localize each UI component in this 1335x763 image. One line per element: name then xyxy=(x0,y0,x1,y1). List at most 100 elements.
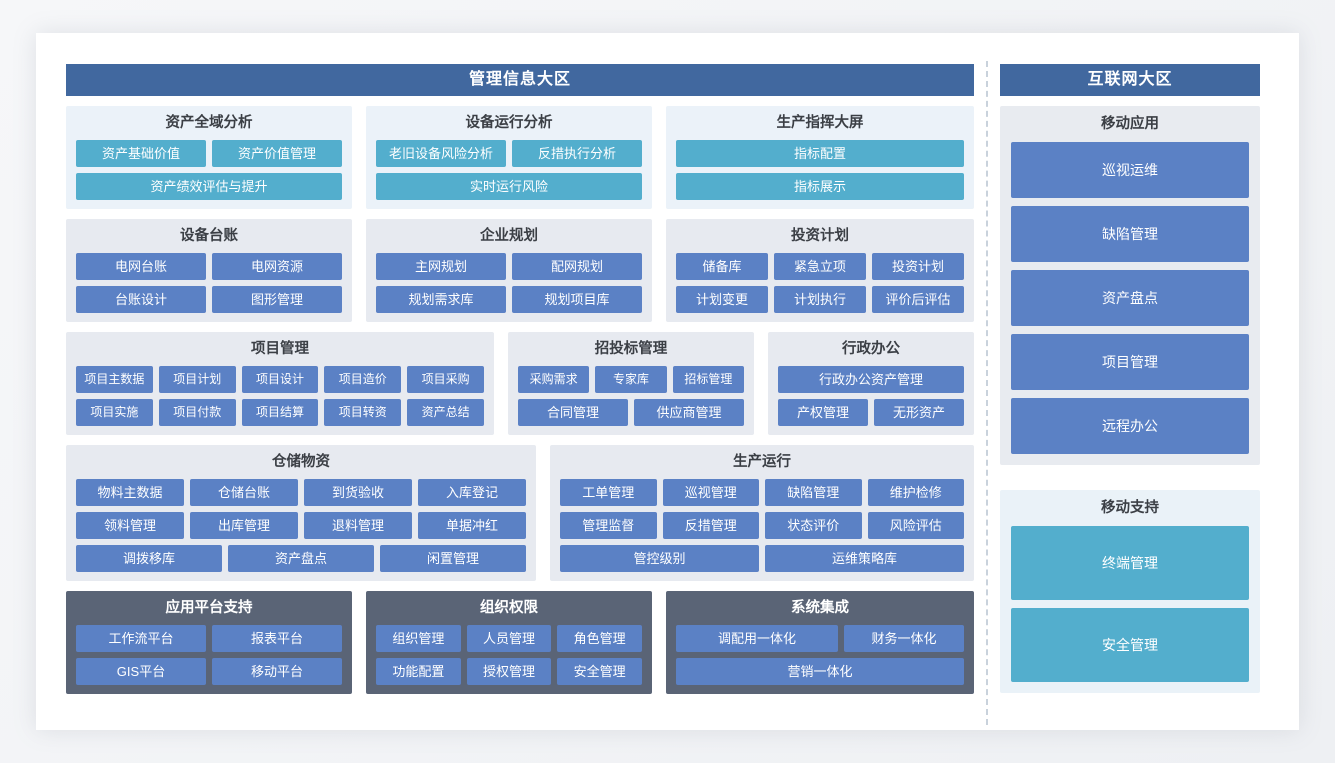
tile-om-strategy-repository[interactable]: 运维策略库 xyxy=(765,545,964,572)
tile-asset-performance-evaluation[interactable]: 资产绩效评估与提升 xyxy=(76,173,342,200)
tile-legacy-equipment-risk-analysis[interactable]: 老旧设备风险分析 xyxy=(376,140,506,167)
group-title: 企业规划 xyxy=(480,228,538,244)
band-warehouse-production: 仓储物资 物料主数据 仓储台账 到货验收 入库登记 领料管理 出库管理 退料管理… xyxy=(66,445,974,581)
tile-inbound-registration[interactable]: 入库登记 xyxy=(418,479,526,506)
tile-grid-resources[interactable]: 电网资源 xyxy=(212,253,342,280)
rtile-security-management[interactable]: 安全管理 xyxy=(1011,608,1249,682)
tile-control-level[interactable]: 管控级别 xyxy=(560,545,759,572)
tile-project-master-data[interactable]: 项目主数据 xyxy=(76,366,153,393)
rtile-asset-inventory[interactable]: 资产盘点 xyxy=(1011,270,1249,326)
tile-gis-platform[interactable]: GIS平台 xyxy=(76,658,206,685)
tile-procurement-demand[interactable]: 采购需求 xyxy=(518,366,590,393)
group-organization-permissions: 组织权限 组织管理 人员管理 角色管理 功能配置 授权管理 安全管理 xyxy=(366,591,652,694)
tile-ledger-design[interactable]: 台账设计 xyxy=(76,286,206,313)
tile-goods-acceptance[interactable]: 到货验收 xyxy=(304,479,412,506)
rtile-inspection-om[interactable]: 巡视运维 xyxy=(1011,142,1249,198)
tile-row: 电网台账 电网资源 xyxy=(76,253,342,280)
tile-asset-base-value[interactable]: 资产基础价值 xyxy=(76,140,206,167)
tile-row: 工作流平台 报表平台 xyxy=(76,625,342,652)
tile-transfer-relocation[interactable]: 调拨移库 xyxy=(76,545,222,572)
tile-emergency-project-initiation[interactable]: 紧急立项 xyxy=(774,253,866,280)
tile-contract-management[interactable]: 合同管理 xyxy=(518,399,628,426)
tile-project-capitalization[interactable]: 项目转资 xyxy=(324,399,402,426)
tile-authorization-management[interactable]: 授权管理 xyxy=(466,658,552,685)
tile-project-implementation[interactable]: 项目实施 xyxy=(76,399,153,426)
tile-countermeasure-execution-analysis[interactable]: 反措执行分析 xyxy=(512,140,642,167)
tile-project-design[interactable]: 项目设计 xyxy=(241,366,319,393)
tile-distribution-grid-planning[interactable]: 配网规划 xyxy=(512,253,642,280)
tile-organization-management[interactable]: 组织管理 xyxy=(376,625,461,652)
rtile-remote-office[interactable]: 远程办公 xyxy=(1011,398,1249,454)
tile-main-grid-planning[interactable]: 主网规划 xyxy=(376,253,506,280)
tile-graphics-management[interactable]: 图形管理 xyxy=(212,286,342,313)
tile-condition-evaluation[interactable]: 状态评价 xyxy=(765,512,862,539)
tile-management-supervision[interactable]: 管理监督 xyxy=(560,512,657,539)
group-mobile-support: 移动支持 终端管理 安全管理 xyxy=(1000,490,1260,693)
tile-security-management[interactable]: 安全管理 xyxy=(557,658,643,685)
group-equipment-operation-analysis: 设备运行分析 老旧设备风险分析 反措执行分析 实时运行风险 xyxy=(366,106,652,209)
tile-plan-change[interactable]: 计划变更 xyxy=(676,286,768,313)
tile-project-plan[interactable]: 项目计划 xyxy=(158,366,236,393)
group-title: 设备运行分析 xyxy=(465,115,553,131)
group-title: 资产全域分析 xyxy=(165,115,253,131)
group-title: 生产运行 xyxy=(733,454,791,470)
tile-realtime-operation-risk[interactable]: 实时运行风险 xyxy=(376,173,642,200)
tile-row: 行政办公资产管理 xyxy=(778,366,964,393)
tile-idle-management[interactable]: 闲置管理 xyxy=(380,545,526,572)
tile-document-reversal[interactable]: 单据冲红 xyxy=(418,512,526,539)
tile-material-return-management[interactable]: 退料管理 xyxy=(304,512,412,539)
tile-admin-office-asset-management[interactable]: 行政办公资产管理 xyxy=(778,366,964,393)
diagram-card: 管理信息大区 资产全域分析 资产基础价值 资产价值管理 资产绩效评估与提升 设备… xyxy=(36,33,1299,730)
rtile-defect-management[interactable]: 缺陷管理 xyxy=(1011,206,1249,262)
group-title: 移动应用 xyxy=(1101,116,1159,132)
tile-project-settlement[interactable]: 项目结算 xyxy=(241,399,319,426)
tile-personnel-management[interactable]: 人员管理 xyxy=(466,625,552,652)
tile-row: 指标展示 xyxy=(676,173,964,200)
tile-indicator-display[interactable]: 指标展示 xyxy=(676,173,964,200)
tile-asset-inventory[interactable]: 资产盘点 xyxy=(228,545,374,572)
tile-post-evaluation[interactable]: 评价后评估 xyxy=(872,286,964,313)
tile-dispatch-integration[interactable]: 调配用一体化 xyxy=(676,625,838,652)
tile-defect-management[interactable]: 缺陷管理 xyxy=(765,479,862,506)
tile-grid-ledger[interactable]: 电网台账 xyxy=(76,253,206,280)
tile-asset-value-management[interactable]: 资产价值管理 xyxy=(212,140,342,167)
tile-finance-integration[interactable]: 财务一体化 xyxy=(844,625,964,652)
rtile-project-management[interactable]: 项目管理 xyxy=(1011,334,1249,390)
group-system-integration: 系统集成 调配用一体化 财务一体化 营销一体化 xyxy=(666,591,974,694)
tile-expert-repository[interactable]: 专家库 xyxy=(595,366,667,393)
tile-indicator-configuration[interactable]: 指标配置 xyxy=(676,140,964,167)
tile-intangible-assets[interactable]: 无形资产 xyxy=(874,399,964,426)
tile-project-procurement[interactable]: 项目采购 xyxy=(407,366,484,393)
tile-row: 项目实施 项目付款 项目结算 项目转资 资产总结 xyxy=(76,399,484,426)
tile-mobile-platform[interactable]: 移动平台 xyxy=(212,658,342,685)
tile-inspection-management[interactable]: 巡视管理 xyxy=(662,479,759,506)
rtile-terminal-management[interactable]: 终端管理 xyxy=(1011,526,1249,600)
tile-role-management[interactable]: 角色管理 xyxy=(557,625,643,652)
tile-plan-execution[interactable]: 计划执行 xyxy=(774,286,866,313)
band-analysis: 资产全域分析 资产基础价值 资产价值管理 资产绩效评估与提升 设备运行分析 老旧… xyxy=(66,106,974,209)
group-production-command-screen: 生产指挥大屏 指标配置 指标展示 xyxy=(666,106,974,209)
tile-planning-project-repository[interactable]: 规划项目库 xyxy=(512,286,642,313)
tile-project-payment[interactable]: 项目付款 xyxy=(158,399,236,426)
tile-report-platform[interactable]: 报表平台 xyxy=(212,625,342,652)
tile-asset-summary[interactable]: 资产总结 xyxy=(407,399,484,426)
tile-countermeasure-management[interactable]: 反措管理 xyxy=(662,512,759,539)
tile-project-cost[interactable]: 项目造价 xyxy=(324,366,402,393)
tile-function-configuration[interactable]: 功能配置 xyxy=(376,658,461,685)
tile-outbound-management[interactable]: 出库管理 xyxy=(190,512,298,539)
tile-supplier-management[interactable]: 供应商管理 xyxy=(634,399,744,426)
tile-planning-demand-repository[interactable]: 规划需求库 xyxy=(376,286,506,313)
tile-risk-assessment[interactable]: 风险评估 xyxy=(867,512,964,539)
tile-bidding-management[interactable]: 招标管理 xyxy=(672,366,744,393)
tile-workflow-platform[interactable]: 工作流平台 xyxy=(76,625,206,652)
tile-material-master-data[interactable]: 物料主数据 xyxy=(76,479,184,506)
tile-reserve-repository[interactable]: 储备库 xyxy=(676,253,768,280)
tile-row: 产权管理 无形资产 xyxy=(778,399,964,426)
tile-warehouse-ledger[interactable]: 仓储台账 xyxy=(190,479,298,506)
tile-work-order-management[interactable]: 工单管理 xyxy=(560,479,657,506)
tile-marketing-integration[interactable]: 营销一体化 xyxy=(676,658,964,685)
tile-maintenance-overhaul[interactable]: 维护检修 xyxy=(867,479,964,506)
tile-investment-plan[interactable]: 投资计划 xyxy=(872,253,964,280)
tile-material-requisition[interactable]: 领料管理 xyxy=(76,512,184,539)
tile-property-rights-management[interactable]: 产权管理 xyxy=(778,399,868,426)
